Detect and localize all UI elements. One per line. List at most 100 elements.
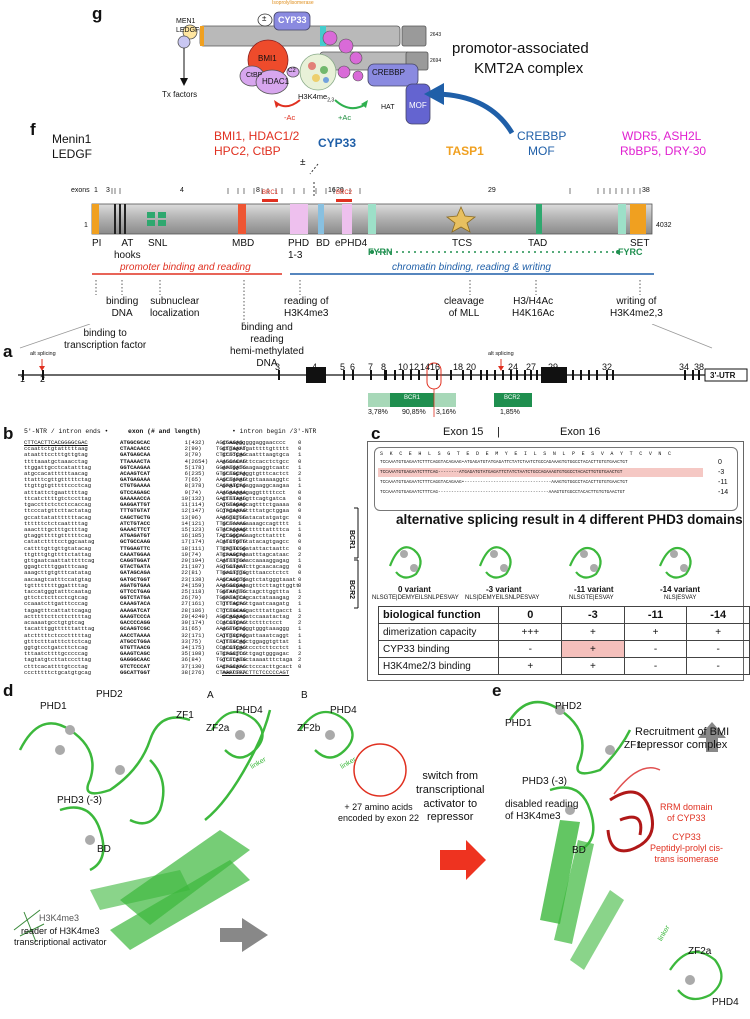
tx-factors-label: Tx factors [162,90,198,99]
e-zf2a: ZF2a [688,946,712,957]
exon-cell: gtaagtcctcccacttgcact [222,662,293,670]
exon-cell: 30 [181,619,188,627]
exon-cell: GCTGCCAAG [120,538,151,546]
pm-symbol: ± [262,14,267,23]
exon-cell: 0 [298,513,302,521]
exon-a-5: 5 [340,362,346,372]
e-zf1: ZF1 [624,740,642,751]
variant-14-seq: NLS|ESVAY [664,595,697,601]
seq-row-3: TCCAAATGTGAGAATCTTTCAG------------------… [380,490,626,495]
domain-ephd4: ePHD4 [335,238,368,249]
cyp33-f-label: CYP33 [318,136,357,150]
exon-cell: (111) [188,544,205,552]
exon-num-4: 4 [180,187,184,194]
ledgf-label: LEDGF [176,27,200,34]
row-label: H3K4me2/3 binding [377,657,500,675]
ctbp-g-label: CtBP [246,72,263,79]
tcs-star [445,206,477,233]
exon-cell: ATGGCGCAC [120,439,151,446]
exon-cell: ATGCCTGGA [120,637,151,645]
exon-cell: (65) [188,476,202,484]
exon-cell: GAAAAACCA [120,494,151,502]
exon-cell: aacaagtcatttccatgtag [24,575,92,583]
exon-cell: 0 [298,457,302,465]
brc2-label: BRC2 [336,190,353,196]
exon-a-27: 27 [526,362,537,372]
exon-cell: 1 [298,643,302,651]
exon-cell: (108) [188,650,205,658]
exon-cell: gttggagttttttattttca [222,525,290,533]
exon-cell: acaaaatgcctgtgtcag [24,619,85,627]
exon-cell: (123) [188,525,205,533]
exon22-circle [353,743,407,797]
bmi-line2: HPC2, CtBP [214,144,281,158]
exon-cell: (121) [188,519,205,527]
exon-cell: AGATGTGAA [120,581,151,589]
exon-cell: tttaatcttttgcccccag [24,650,88,658]
exon-cell: 2 [298,470,302,478]
panel-label-b: b [3,424,14,443]
menin-label: Menin1 [52,132,92,146]
bcr1-left [368,393,390,407]
panel-label-g: g [92,4,103,23]
plus-ac-label: +Ac [338,113,352,122]
seq-tag-2: -11 [718,479,728,486]
exon-cell: ttggattgcctcatatttag [24,463,92,471]
exon-cell: 20 [181,557,188,564]
wdr-line2: RbBP5, DRY-30 [620,144,707,158]
b-header-right: • intron begin /3'-NTR [232,428,317,435]
exon-cell: (159) [188,581,205,589]
complex-arrow [424,83,515,135]
d-phd2: PHD2 [96,689,123,700]
exon-cell: atttattctgaatttttag [24,488,88,496]
func-hemi: binding and reading hemi-methylated DNA [230,322,304,369]
domain-snl: SNL [148,238,168,249]
exon-cell: gtttctttatttcttctcag [24,637,92,645]
exon-cell: gtatgaactaaaatttctaga [222,656,293,664]
exon-cell: AACCTAAAA [120,631,151,639]
exon-a-3: 3 [275,362,281,372]
exon-cell: ttttaaatgctaaacctag [24,457,88,465]
exon-cell: 17 [181,538,188,546]
pi-domain [92,204,99,234]
exon-cell: GCAAGTCGC [120,625,151,633]
crebbp-f-label: CREBBP [517,129,567,143]
e-phd4: PHD4 [712,997,739,1008]
domain-at-hooks: AT hooks [114,238,141,261]
bcr2-a-label: BCR2 [504,395,521,401]
exon-cell: GTACTGATA [120,563,151,571]
cell: - [686,657,750,675]
crebbp-g-label: CREBBP [372,68,405,77]
e-phd3: PHD3 (-3) [522,776,568,787]
domain-set: SET [630,238,650,249]
d-zf1: ZF1 [176,710,194,721]
e-rrm: RRM domain of CYP33 [660,802,713,823]
d-a-label: A [207,690,214,701]
exon-a-10: 10 [398,362,409,372]
d-exon22: + 27 amino acids encoded by exon 22 [338,802,420,824]
num-2694: 2694 [430,58,442,64]
exon-cell: 0 [298,581,302,589]
exon-cell: GTTCCTGAG [120,588,151,596]
exon-a-18: 18 [453,362,464,372]
exon-cell: 23 [181,575,188,583]
exon-cell: gtacccaaaaagccagtttt [222,519,290,527]
seq-row-2: TCCAAATGTGAGAATCTTTCAGGTACAGAAG•--------… [380,480,628,485]
complex-title-2: KMT2A complex [474,60,584,77]
exon-cell: GGTCTATGA [120,594,151,602]
exon-cell: gtaagcagcactataaagag [222,594,290,602]
exon-cell: (114) [188,501,205,509]
